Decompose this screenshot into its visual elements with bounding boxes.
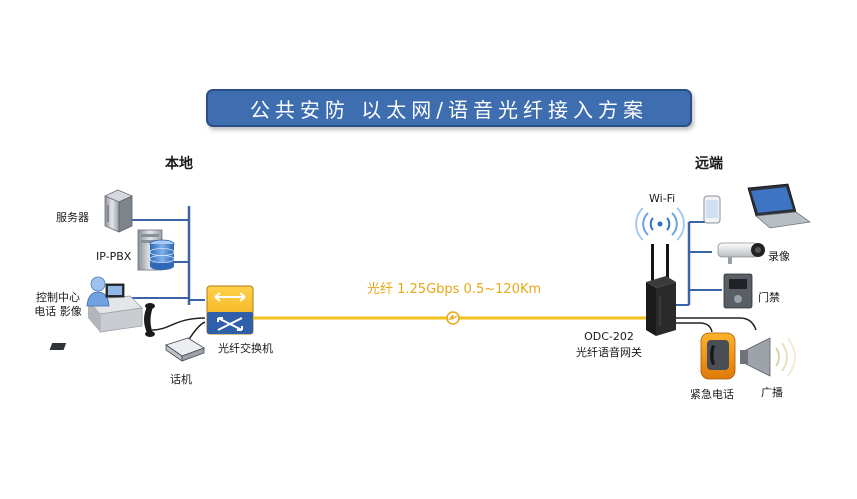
gateway-model-label: ODC-202 bbox=[584, 330, 634, 343]
wifi-icon bbox=[635, 207, 685, 241]
camera-icon bbox=[717, 242, 765, 264]
gateway-cables bbox=[674, 317, 757, 333]
wifi-label: Wi-Fi bbox=[649, 192, 676, 205]
handset-icon bbox=[144, 303, 155, 337]
desk-phone-icon bbox=[49, 337, 206, 362]
fiber-link bbox=[253, 311, 650, 325]
phone-label: 话机 bbox=[170, 373, 192, 386]
gateway-icon bbox=[646, 244, 676, 336]
remote-bus bbox=[674, 221, 722, 306]
server-icon bbox=[104, 189, 133, 233]
gateway-name-label: 光纤语音网关 bbox=[576, 346, 642, 359]
control-center-label-1: 控制中心 bbox=[36, 291, 80, 304]
server-label: 服务器 bbox=[56, 211, 89, 224]
fiber-link-label: 光纤 1.25Gbps 0.5~120Km bbox=[367, 282, 542, 297]
fiber-switch-icon bbox=[206, 285, 254, 335]
emergency-label: 紧急电话 bbox=[690, 388, 734, 401]
control-center-icon bbox=[86, 276, 143, 333]
switch-label: 光纤交换机 bbox=[218, 342, 273, 355]
recording-label: 录像 bbox=[768, 250, 790, 263]
ippbx-icon bbox=[137, 229, 175, 271]
access-label: 门禁 bbox=[758, 291, 780, 304]
control-center-label-2: 电话 影像 bbox=[34, 305, 82, 318]
title-banner: 公共安防 以太网/语音光纤接入方案 bbox=[206, 89, 692, 127]
emergency-phone-icon bbox=[700, 332, 736, 380]
ippbx-label: IP-PBX bbox=[96, 250, 132, 263]
door-access-icon bbox=[723, 273, 753, 309]
local-bus bbox=[125, 206, 205, 305]
speaker-icon bbox=[740, 337, 796, 377]
mobile-phone-icon bbox=[703, 195, 721, 224]
local-section-label: 本地 bbox=[165, 156, 193, 172]
laptop-icon bbox=[747, 183, 812, 229]
broadcast-label: 广播 bbox=[761, 386, 783, 399]
remote-section-label: 远端 bbox=[695, 156, 723, 172]
diagram-title: 公共安防 以太网/语音光纤接入方案 bbox=[249, 97, 649, 122]
